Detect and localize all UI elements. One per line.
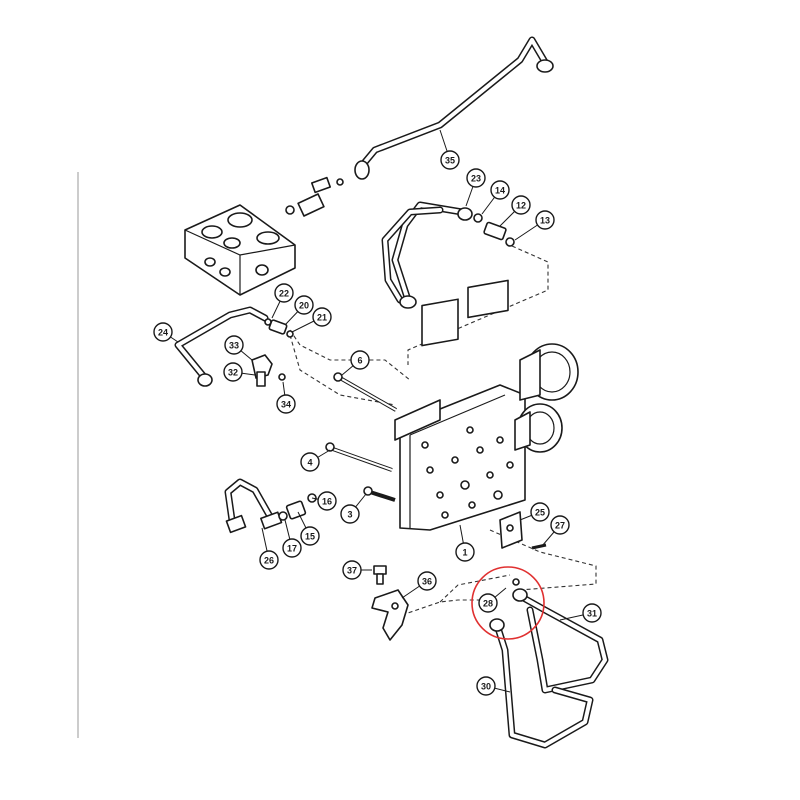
- callout-label-23: 23: [471, 174, 481, 184]
- callout-circle-6: [350, 350, 370, 370]
- callout-label-27: 27: [555, 521, 565, 531]
- callout-circle-21: [312, 307, 332, 327]
- callout-circle-32: [223, 362, 243, 382]
- callout-label-17: 17: [287, 544, 297, 554]
- fittings-15-16-17: [278, 493, 317, 521]
- callout-label-13: 13: [540, 216, 550, 226]
- bolts: [325, 372, 397, 502]
- callout-circle-1: [455, 542, 475, 562]
- callout-circle-31: [582, 603, 602, 623]
- tube-35: [354, 36, 554, 180]
- manifold-block: [184, 204, 296, 296]
- callout-circle-14: [490, 180, 510, 200]
- callout-label-20: 20: [299, 301, 309, 311]
- valve-body: [394, 279, 579, 531]
- callout-label-6: 6: [357, 356, 362, 366]
- callout-circle-23: [466, 168, 486, 188]
- callout-label-31: 31: [587, 609, 597, 619]
- tube-23: [381, 201, 473, 309]
- callout-label-1: 1: [462, 548, 467, 558]
- callout-circle-34: [276, 394, 296, 414]
- fittings-20-21-22: [264, 318, 294, 338]
- callout-circle-13: [535, 210, 555, 230]
- callout-circle-30: [476, 676, 496, 696]
- callout-circle-20: [294, 295, 314, 315]
- callout-circle-35: [440, 150, 460, 170]
- bolt-37: [373, 565, 387, 585]
- tube-26: [224, 478, 283, 534]
- callout-label-30: 30: [481, 682, 491, 692]
- callout-label-12: 12: [516, 201, 526, 211]
- callout-circle-16: [317, 491, 337, 511]
- callout-label-33: 33: [229, 341, 239, 351]
- tubes-30-31: [489, 578, 609, 749]
- highlight-circle: [471, 566, 545, 640]
- callout-label-26: 26: [264, 556, 274, 566]
- callout-circle-12: [511, 195, 531, 215]
- callout-label-32: 32: [228, 368, 238, 378]
- fitting-group-top: [285, 176, 344, 217]
- callout-circle-27: [550, 515, 570, 535]
- callout-label-37: 37: [347, 566, 357, 576]
- callout-label-16: 16: [322, 497, 332, 507]
- callout-label-22: 22: [279, 289, 289, 299]
- bracket-36: [371, 589, 409, 641]
- callout-circle-15: [300, 526, 320, 546]
- callout-label-34: 34: [281, 400, 291, 410]
- dashed-lines: [289, 245, 597, 616]
- fittings-12-13-14: [473, 213, 515, 247]
- callout-circle-22: [274, 283, 294, 303]
- callout-label-35: 35: [445, 156, 455, 166]
- callout-label-28: 28: [483, 599, 493, 609]
- tube-24: [174, 306, 269, 387]
- callout-circle-3: [340, 504, 360, 524]
- callout-circle-25: [530, 502, 550, 522]
- callout-label-4: 4: [307, 458, 312, 468]
- callout-label-21: 21: [317, 313, 327, 323]
- callout-layer: 35 23 14 12 13 22 20 21 24 33 32 34 6 4 16 3 15 17 26 1 25 27…: [153, 129, 602, 696]
- bracket-25: [499, 511, 547, 550]
- fittings-32-33-34: [251, 354, 286, 387]
- callout-circle-36: [417, 571, 437, 591]
- callout-circle-26: [259, 550, 279, 570]
- callout-label-14: 14: [495, 186, 505, 196]
- callout-label-3: 3: [347, 510, 352, 520]
- callout-circle-4: [300, 452, 320, 472]
- callout-label-36: 36: [422, 577, 432, 587]
- callout-circle-33: [224, 335, 244, 355]
- callout-circle-17: [282, 538, 302, 558]
- callout-label-15: 15: [305, 532, 315, 542]
- callout-circle-37: [342, 560, 362, 580]
- callout-label-24: 24: [158, 328, 168, 338]
- callout-circle-28: [478, 593, 498, 613]
- callout-label-25: 25: [535, 508, 545, 518]
- callout-circle-24: [153, 322, 173, 342]
